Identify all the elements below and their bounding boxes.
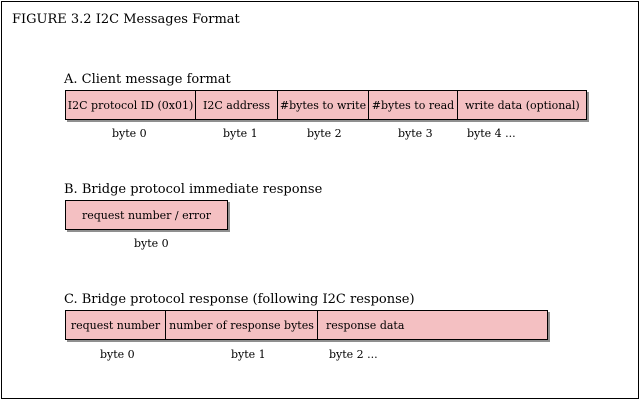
field-label: I2C protocol ID (0x01) [67,98,194,112]
bridge-response-row: request number number of response bytes … [65,310,548,340]
field-label: request number / error [82,208,211,222]
byte-label: byte 0 [100,348,135,361]
field-response-data: response data [317,310,548,340]
client-message-format-row: I2C protocol ID (0x01) I2C address #byte… [65,90,587,120]
section-b-title: B. Bridge protocol immediate response [64,182,323,197]
field-label: write data (optional) [465,98,580,112]
field-label: request number [70,318,161,332]
field-label: I2C address [203,98,270,112]
section-c-title: C. Bridge protocol response (following I… [64,292,415,307]
field-i2c-address: I2C address [194,90,279,120]
immediate-response-row: request number / error [65,200,228,230]
byte-label: byte 1 [223,127,258,140]
field-number-of-response-bytes: number of response bytes [164,310,319,340]
byte-label: byte 1 [231,348,266,361]
section-a-title: A. Client message format [64,72,231,87]
field-bytes-to-read: #bytes to read [367,90,459,120]
byte-label: byte 2 [307,127,342,140]
field-request-number: request number [65,310,166,340]
byte-label: byte 4 ... [467,127,516,140]
field-i2c-protocol-id: I2C protocol ID (0x01) [65,90,196,120]
field-write-data: write data (optional) [457,90,587,120]
byte-label: byte 2 ... [329,348,378,361]
field-label: #bytes to read [371,98,455,112]
field-bytes-to-write: #bytes to write [277,90,369,120]
figure-title: FIGURE 3.2 I2C Messages Format [12,12,240,27]
byte-label: byte 3 [398,127,433,140]
byte-label: byte 0 [112,127,147,140]
field-label: number of response bytes [169,318,314,332]
field-label: response data [326,318,405,332]
byte-label: byte 0 [134,237,169,250]
field-label: #bytes to write [279,98,367,112]
field-request-number-error: request number / error [65,200,228,230]
